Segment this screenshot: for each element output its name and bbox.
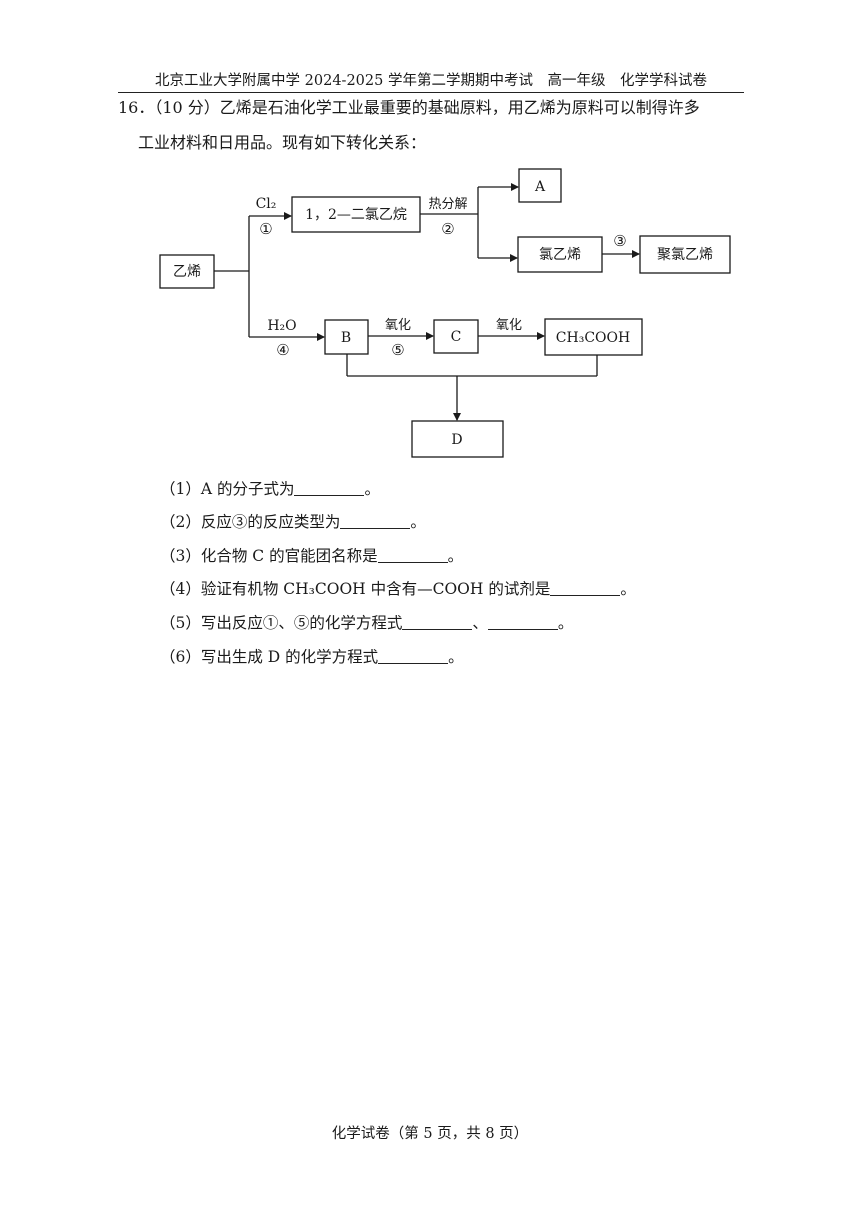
pvc-box xyxy=(639,235,731,274)
d-label: D xyxy=(451,432,462,448)
subquestion-6: （6）写出生成 D 的化学方程式。 xyxy=(160,647,464,666)
conversion-diagram: 乙烯 1，2—二氯乙烷 A 氯乙烯 聚氯乙烯 B C CH₃COOH D Cl₂… xyxy=(159,168,731,458)
step2-label: ② xyxy=(441,220,454,238)
d-box xyxy=(411,420,504,458)
step1-label: ① xyxy=(259,220,272,238)
oxidation2-label: 氧化 xyxy=(496,318,522,333)
a-label: A xyxy=(534,179,546,195)
ethylene-label: 乙烯 xyxy=(173,264,201,280)
acetic-acid-box xyxy=(544,318,643,356)
step4-label: ④ xyxy=(276,341,289,359)
answer-blank-6[interactable] xyxy=(378,647,449,664)
step3-label: ③ xyxy=(613,232,626,250)
subquestion-4: （4）验证有机物 CH₃COOH 中含有—COOH 的试剂是。 xyxy=(160,579,636,598)
page-header: 北京工业大学附属中学 2024-2025 学年第二学期期中考试 高一年级 化学学… xyxy=(118,70,744,93)
step5-label: ⑤ xyxy=(391,341,404,359)
c-label: C xyxy=(451,329,462,345)
answer-blank-3[interactable] xyxy=(377,546,448,563)
a-box xyxy=(518,168,562,203)
pvc-label: 聚氯乙烯 xyxy=(657,247,713,263)
cl2-label: Cl₂ xyxy=(256,196,277,212)
answer-blank-2[interactable] xyxy=(340,512,411,529)
subquestion-3: （3）化合物 C 的官能团名称是。 xyxy=(160,546,464,565)
b-label: B xyxy=(341,330,351,346)
dce-label: 1，2—二氯乙烷 xyxy=(305,207,407,223)
subquestion-2: （2）反应③的反应类型为。 xyxy=(160,512,426,531)
question-stem-line1: 16．（10 分）乙烯是石油化学工业最重要的基础原料，用乙烯为原料可以制得许多 xyxy=(118,98,700,117)
answer-blank-4[interactable] xyxy=(550,579,621,596)
acetic-acid-label: CH₃COOH xyxy=(556,330,630,346)
subquestion-5: （5）写出反应①、⑤的化学方程式、。 xyxy=(160,613,574,632)
subquestion-1: （1）A 的分子式为。 xyxy=(160,479,380,498)
question-stem-line2: 工业材料和日用品。现有如下转化关系： xyxy=(138,133,427,152)
pyrolysis-label: 热分解 xyxy=(428,197,467,212)
answer-blank-5a[interactable] xyxy=(402,613,473,630)
oxidation1-label: 氧化 xyxy=(385,318,411,333)
answer-blank-5b[interactable] xyxy=(487,613,558,630)
page-footer: 化学试卷（第 5 页，共 8 页） xyxy=(331,1126,529,1142)
h2o-label: H₂O xyxy=(267,318,296,334)
vinyl-chloride-label: 氯乙烯 xyxy=(539,247,581,263)
answer-blank-1[interactable] xyxy=(294,479,365,496)
